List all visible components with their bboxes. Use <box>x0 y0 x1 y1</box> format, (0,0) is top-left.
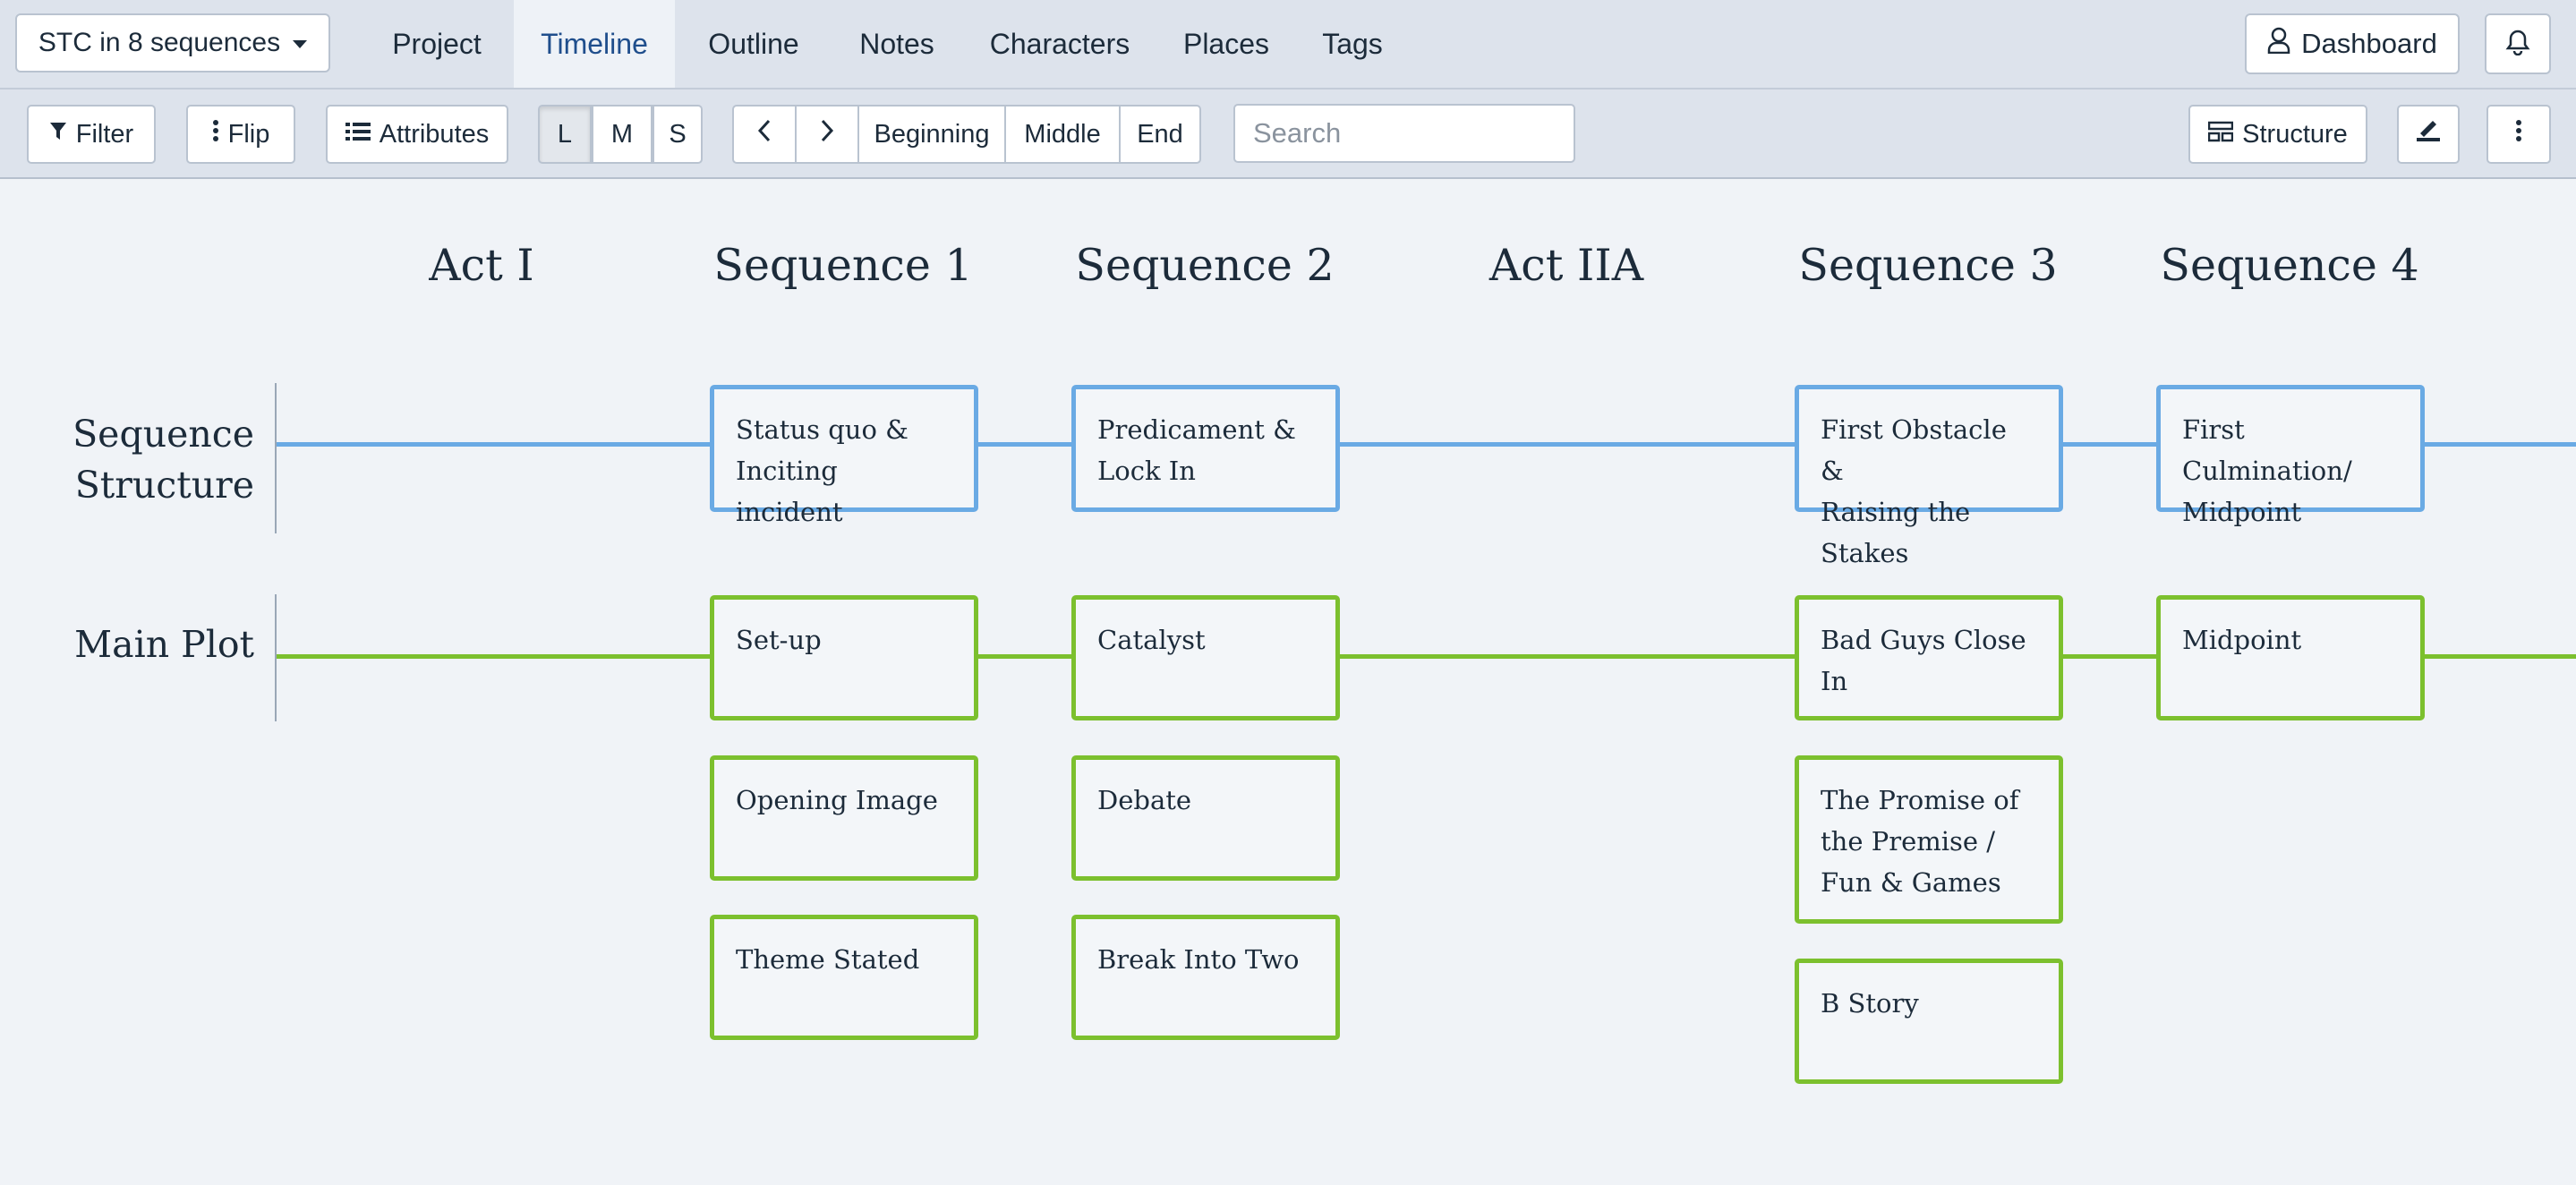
filter-button[interactable]: Filter <box>27 105 156 164</box>
jump-beginning-button[interactable]: Beginning <box>857 105 1006 164</box>
scene-card[interactable]: The Promise of the Premise / Fun & Games <box>1795 755 2063 924</box>
structure-label: Structure <box>2242 119 2348 149</box>
attributes-button[interactable]: Attributes <box>326 105 508 164</box>
vertical-dots-icon <box>212 119 219 149</box>
jump-end-button[interactable]: End <box>1119 105 1201 164</box>
project-selector-label: STC in 8 sequences <box>38 28 281 57</box>
project-selector[interactable]: STC in 8 sequences <box>15 13 330 72</box>
column-header-sequence-2: Sequence 2 <box>1075 240 1335 291</box>
row-divider <box>275 383 277 533</box>
dashboard-button[interactable]: Dashboard <box>2245 13 2460 74</box>
jump-middle-button[interactable]: Middle <box>1004 105 1121 164</box>
notifications-button[interactable] <box>2485 13 2551 74</box>
structure-icon <box>2207 120 2234 149</box>
size-medium-button[interactable]: M <box>592 105 653 164</box>
row-divider <box>275 594 277 721</box>
dashboard-label: Dashboard <box>2301 28 2437 59</box>
size-small-button[interactable]: S <box>653 105 703 164</box>
chevron-left-icon <box>757 119 772 149</box>
structure-button[interactable]: Structure <box>2188 105 2367 164</box>
tab-project[interactable]: Project <box>392 27 482 60</box>
chevron-right-icon <box>820 119 834 149</box>
row-label-line: Structure <box>74 464 254 507</box>
bell-icon <box>2505 29 2530 60</box>
column-header-act-iia: Act IIA <box>1488 240 1644 291</box>
column-header-sequence-1: Sequence 1 <box>713 240 973 291</box>
column-header-sequence-3: Sequence 3 <box>1798 240 2058 291</box>
filter-icon <box>49 120 67 149</box>
scene-card[interactable]: Opening Image <box>710 755 978 881</box>
scene-card[interactable]: Break Into Two <box>1071 915 1340 1040</box>
tab-notes[interactable]: Notes <box>859 27 934 60</box>
export-button[interactable] <box>2397 105 2460 164</box>
scene-card[interactable]: First Obstacle & Raising the Stakes <box>1795 385 2063 568</box>
export-icon <box>2415 119 2442 149</box>
flip-button[interactable]: Flip <box>186 105 295 164</box>
user-icon <box>2267 27 2290 61</box>
column-header-sequence-4: Sequence 4 <box>2160 240 2419 291</box>
scene-card[interactable]: Bad Guys Close In <box>1795 595 2063 720</box>
tab-places[interactable]: Places <box>1182 27 1270 60</box>
more-options-button[interactable] <box>2486 105 2551 164</box>
top-navigation: STC in 8 sequences Project Timeline Outl… <box>0 0 2576 90</box>
sequence-structure-line <box>277 442 2576 447</box>
scroll-left-button[interactable] <box>732 105 797 164</box>
scene-card[interactable]: Theme Stated <box>710 915 978 1040</box>
scene-card[interactable]: Predicament & Lock In <box>1071 385 1340 512</box>
scene-card[interactable]: Debate <box>1071 755 1340 881</box>
caret-down-icon <box>293 40 308 48</box>
scene-card[interactable]: Status quo & Inciting incident <box>710 385 978 527</box>
row-label-sequence-structure[interactable]: Sequence Structure <box>21 409 254 511</box>
scene-card[interactable]: First Culmination/ Midpoint <box>2156 385 2425 527</box>
scene-card[interactable]: Catalyst <box>1071 595 1340 720</box>
tab-tags[interactable]: Tags <box>1322 27 1383 60</box>
scroll-right-button[interactable] <box>795 105 859 164</box>
list-icon <box>345 120 371 149</box>
search-input[interactable] <box>1233 104 1575 163</box>
tab-outline[interactable]: Outline <box>708 27 799 60</box>
scene-card[interactable]: Midpoint <box>2156 595 2425 720</box>
flip-label: Flip <box>227 119 270 149</box>
row-label-main-plot[interactable]: Main Plot <box>74 623 254 666</box>
vertical-dots-icon <box>2515 119 2522 149</box>
main-plot-line <box>277 654 2576 659</box>
tab-timeline[interactable]: Timeline <box>514 0 675 88</box>
column-header-act-i: Act I <box>429 240 534 291</box>
size-large-button[interactable]: L <box>538 105 592 164</box>
scene-card[interactable]: B Story <box>1795 959 2063 1084</box>
row-label-line: Sequence <box>73 413 254 456</box>
tab-characters[interactable]: Characters <box>989 27 1130 60</box>
scene-card[interactable]: Set-up <box>710 595 978 720</box>
attributes-label: Attributes <box>379 119 490 149</box>
filter-label: Filter <box>75 119 134 149</box>
